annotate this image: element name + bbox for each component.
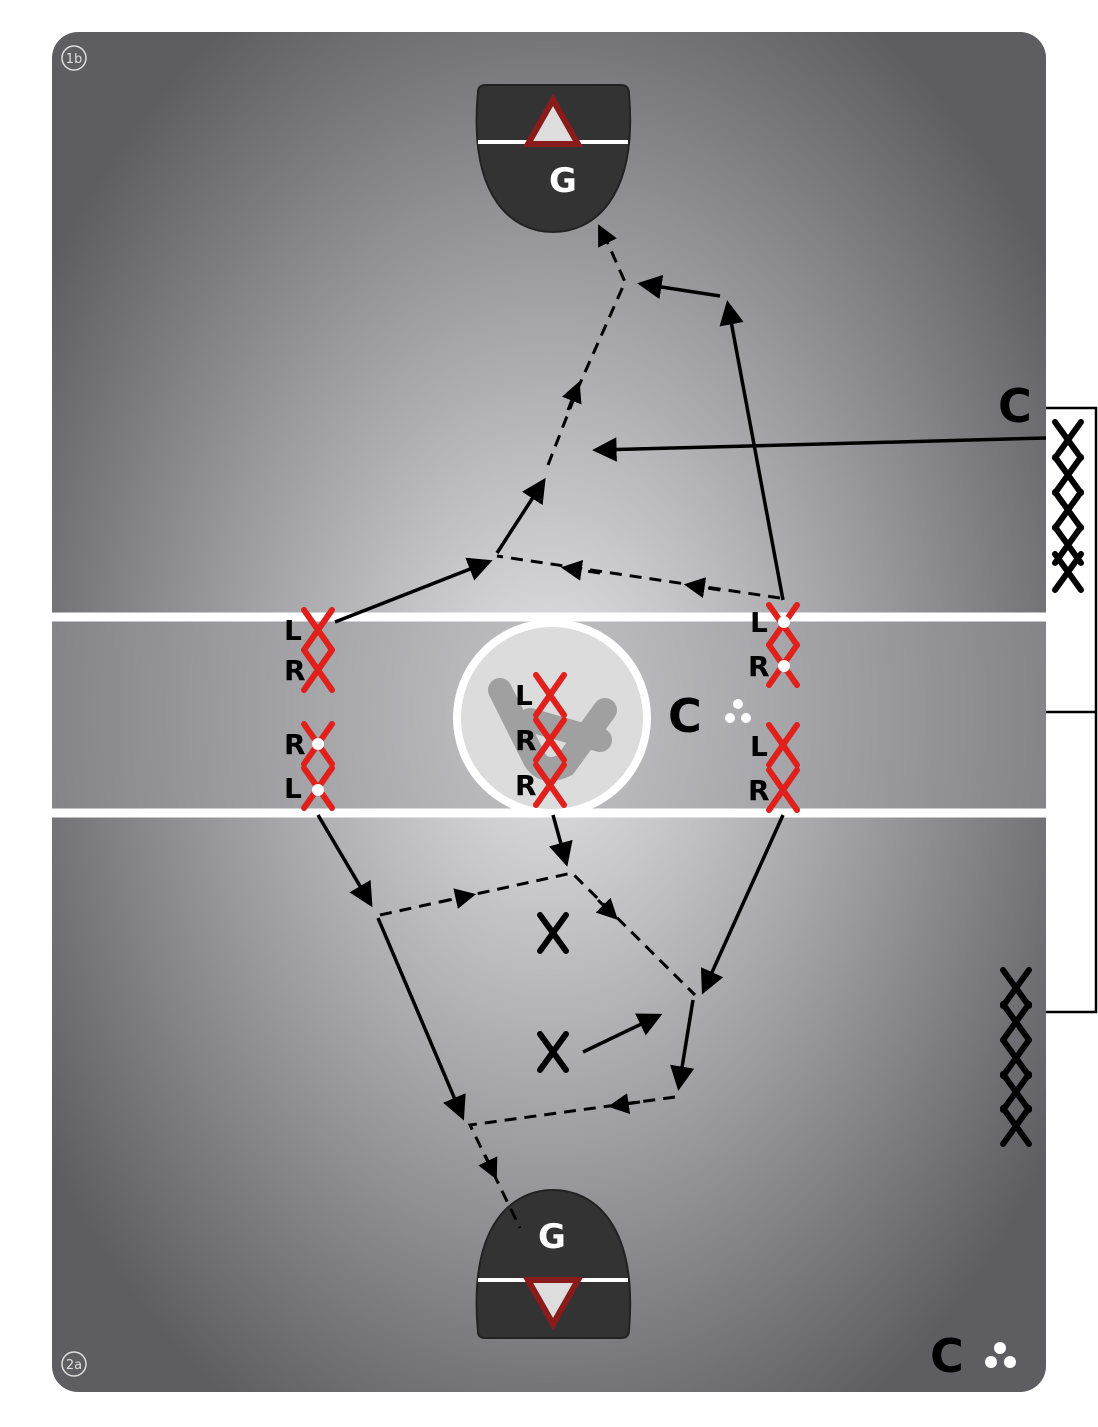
- ball-icon: [312, 738, 324, 750]
- dashed-shot-path: [467, 1095, 676, 1229]
- goalie-label: G: [538, 1217, 566, 1257]
- substitution-bracket: [1046, 406, 1098, 1014]
- run-arrow: [376, 917, 466, 1121]
- top-goal-crease: G: [475, 84, 632, 234]
- run-arrow: [495, 477, 546, 554]
- ball-icon: [778, 616, 790, 628]
- svg-text:L: L: [515, 679, 533, 712]
- run-arrow: [316, 814, 373, 908]
- player-left-top-1: L: [284, 610, 332, 650]
- run-arrow: [637, 274, 721, 300]
- dashed-shot-path: [546, 229, 627, 466]
- ball-icon: [778, 660, 790, 672]
- dashed-arrowhead: [562, 381, 582, 411]
- balls-icon: [985, 1342, 1016, 1368]
- goal-icon: [522, 93, 584, 147]
- run-arrow: [719, 300, 785, 601]
- svg-text:R: R: [515, 769, 537, 802]
- dashed-arrowhead: [560, 559, 601, 581]
- goal-icon: [522, 1277, 584, 1331]
- svg-text:L: L: [284, 614, 302, 647]
- ball-icon: [312, 784, 324, 796]
- movement-paths: [316, 224, 1047, 1229]
- svg-text:C: C: [930, 1329, 964, 1383]
- corner-label-top-left: 1b: [61, 45, 87, 71]
- svg-text:L: L: [750, 606, 768, 639]
- player-left-bot-1: R: [284, 724, 332, 764]
- svg-text:C: C: [998, 379, 1032, 433]
- run-arrow: [548, 814, 573, 867]
- dashed-arrowhead: [478, 1154, 498, 1180]
- waiting-line-top: [1055, 422, 1081, 590]
- player-left-top-2: R: [284, 650, 332, 690]
- corner-label-text: 1b: [66, 52, 83, 67]
- svg-text:R: R: [284, 728, 306, 761]
- coach-bottom-right: C: [930, 1329, 1016, 1383]
- svg-text:R: R: [515, 724, 537, 757]
- run-arrow: [670, 999, 695, 1091]
- player-right-bot-2: R: [748, 770, 797, 810]
- dashed-arrowhead: [607, 1093, 641, 1115]
- corner-label-text: 2a: [66, 1358, 82, 1373]
- player-right-top-2: R: [748, 645, 797, 685]
- dashed-arrowhead: [595, 897, 618, 920]
- run-arrow: [700, 814, 785, 995]
- player-center-3: R: [515, 765, 564, 805]
- pass-arrow: [334, 557, 493, 624]
- dashed-pass: [496, 554, 781, 600]
- balls-icon: [725, 699, 751, 723]
- bottom-goal-crease: G: [475, 1188, 632, 1339]
- coach-sideline: C: [998, 379, 1032, 433]
- player-center-1: L: [515, 675, 564, 715]
- svg-text:R: R: [748, 650, 770, 683]
- player-left-bot-2: L: [284, 768, 332, 808]
- corner-label-bottom-left: 2a: [61, 1351, 87, 1377]
- svg-text:L: L: [284, 772, 302, 805]
- coach-pass-arrow: [592, 436, 1047, 462]
- svg-text:L: L: [750, 730, 768, 763]
- dashed-arrowhead: [683, 577, 721, 598]
- coach-center: C: [668, 689, 751, 743]
- svg-text:R: R: [748, 774, 770, 807]
- run-arrow: [582, 1013, 663, 1054]
- player-right-bot-1: L: [750, 725, 797, 765]
- svg-text:R: R: [284, 654, 306, 687]
- player-right-top-1: L: [750, 605, 797, 645]
- dashed-arrowhead: [439, 888, 477, 909]
- goalie-label: G: [549, 161, 577, 201]
- dashed-arrowhead: [598, 224, 617, 248]
- player-center-2: R: [515, 720, 564, 760]
- svg-text:C: C: [668, 689, 702, 743]
